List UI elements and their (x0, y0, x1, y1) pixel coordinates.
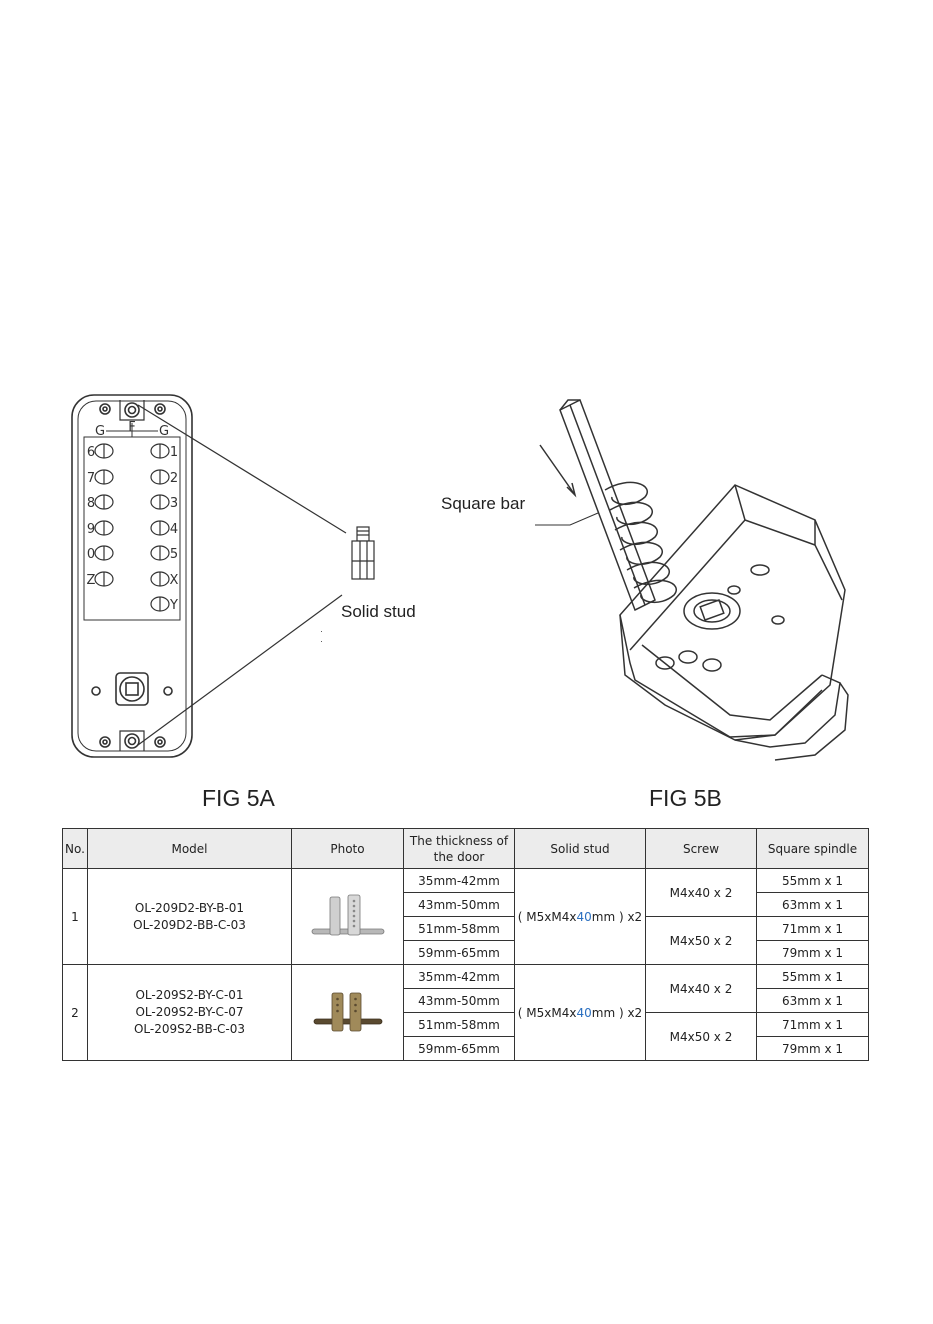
keypad-key-label: 1 (170, 445, 178, 460)
model-name: OL-209D2-BY-B-01 (134, 900, 245, 915)
thickness-cell: 51mm-58mm (403, 1012, 515, 1037)
table-row: 1 OL-209D2-BY-B-01 OL-209D2-BB-C-03 35mm… (62, 868, 869, 965)
thickness-cell: 35mm-42mm (403, 964, 515, 989)
fig-5a-caption: FIG 5A (202, 785, 275, 811)
thickness-cell: 59mm-65mm (403, 1036, 515, 1061)
header-square-spindle: Square spindle (756, 828, 869, 869)
fig-5a-keypad-drawing: G F G 6 7 8 9 0Z 1 2 3 4 5XY (71, 394, 375, 758)
row-number: 1 (62, 868, 88, 965)
spindle-cell: 71mm x 1 (756, 916, 869, 941)
screw-cell: M4x40 x 2 (645, 964, 757, 1013)
photo-cell (291, 868, 404, 965)
keypad-top-label: F (128, 420, 135, 435)
keypad-key-label: 5 (170, 547, 178, 562)
solid-stud-cell: ( M5xM4x40mm ) x2 (514, 964, 646, 1061)
screw-cell: M4x50 x 2 (645, 916, 757, 965)
model-cell: OL-209S2-BY-C-01 OL-209S2-BY-C-07 OL-209… (87, 964, 292, 1061)
fig-5b-caption: FIG 5B (649, 785, 722, 811)
table-row: 59mm-65mm 79mm x 1 (63, 940, 869, 965)
header-photo: Photo (291, 828, 404, 869)
keypad-key-label: 3 (170, 496, 178, 511)
fig-5b-lock-body-drawing (535, 398, 849, 761)
table-row: 43mm-50mm 63mm x 1 (63, 988, 869, 1013)
screw-cell: M4x40 x 2 (645, 868, 757, 917)
keypad-key-label: 4 (170, 522, 178, 537)
keypad-key-label: 8 (87, 496, 95, 511)
table-header-row: No. Model Photo The thickness of the doo… (62, 828, 869, 869)
model-name: OL-209S2-BB-C-03 (133, 1022, 246, 1036)
header-thickness: The thickness of the door (403, 828, 515, 869)
model-name: OL-209S2-BY-C-07 (135, 1005, 244, 1019)
model-cell: OL-209D2-BY-B-01 OL-209D2-BB-C-03 (87, 868, 292, 965)
row-number: 2 (62, 964, 88, 1061)
thickness-cell: 59mm-65mm (403, 940, 515, 965)
thickness-cell: 35mm-42mm (403, 868, 515, 893)
square-bar-label: Square bar (441, 494, 526, 513)
keypad-top-label: G (95, 424, 105, 439)
keypad-key-label: 0 (87, 547, 95, 562)
lock-photo-brass-icon (313, 992, 382, 1031)
spindle-cell: 63mm x 1 (756, 892, 869, 917)
table-row: 51mm-58mm M4x50 x 2 71mm x 1 (63, 916, 869, 965)
keypad-key-label: Z (87, 573, 96, 588)
keypad-key-label: 9 (87, 522, 95, 537)
keypad-key-label: X (170, 573, 179, 588)
header-model: Model (87, 828, 292, 869)
screw-cell: M4x50 x 2 (645, 1012, 757, 1061)
spindle-cell: 79mm x 1 (756, 1036, 869, 1061)
keypad-top-label: G (159, 424, 169, 439)
spindle-cell: 55mm x 1 (756, 964, 869, 989)
stray-dot: · (320, 636, 323, 646)
spindle-cell: 71mm x 1 (756, 1012, 869, 1037)
spindle-cell: 55mm x 1 (756, 868, 869, 893)
table-row: 59mm-65mm 79mm x 1 (63, 1036, 869, 1061)
keypad-key-label: 6 (87, 445, 95, 460)
header-no: No. (62, 828, 88, 869)
spec-table: No. Model Photo The thickness of the doo… (62, 828, 869, 1061)
thickness-cell: 43mm-50mm (403, 988, 515, 1013)
keypad-key-label: Y (169, 598, 178, 613)
header-screw: Screw (645, 828, 757, 869)
table-row: 2 OL-209S2-BY-C-01 OL-209S2-BY-C-07 OL-2… (62, 964, 869, 1061)
photo-cell (291, 964, 404, 1061)
spindle-cell: 79mm x 1 (756, 940, 869, 965)
stray-dot: · (320, 626, 323, 636)
thickness-cell: 43mm-50mm (403, 892, 515, 917)
thickness-cell: 51mm-58mm (403, 916, 515, 941)
lock-photo-silver-icon (311, 894, 384, 935)
table-row: 51mm-58mm M4x50 x 2 71mm x 1 (63, 1012, 869, 1061)
keypad-key-label: 2 (170, 471, 178, 486)
model-name: OL-209S2-BY-C-01 (135, 988, 244, 1002)
solid-stud-cell: ( M5xM4x40mm ) x2 (514, 868, 646, 965)
table-row: 43mm-50mm 63mm x 1 (63, 892, 869, 917)
model-name: OL-209D2-BB-C-03 (133, 917, 246, 932)
header-solid-stud: Solid stud (514, 828, 646, 869)
spindle-cell: 63mm x 1 (756, 988, 869, 1013)
keypad-key-label: 7 (87, 471, 95, 486)
solid-stud-icon (351, 526, 375, 580)
solid-stud-label: Solid stud (341, 602, 416, 621)
